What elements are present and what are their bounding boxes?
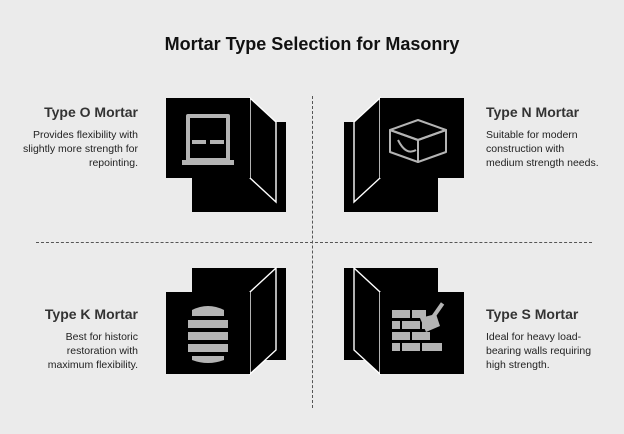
brick-block-icon bbox=[389, 119, 447, 163]
type-s-description: Ideal for heavy load-bearing walls requi… bbox=[486, 331, 592, 371]
type-o-description: Provides flexibility with slightly more … bbox=[23, 129, 138, 169]
type-n-title: Type N Mortar bbox=[486, 104, 580, 120]
type-s-title: Type S Mortar bbox=[486, 306, 579, 322]
type-o-block bbox=[166, 96, 286, 212]
type-k-description: Best for historic restoration with maxim… bbox=[47, 331, 138, 371]
type-o-title: Type O Mortar bbox=[44, 104, 138, 120]
type-k-title: Type K Mortar bbox=[44, 306, 138, 322]
barrel-column-icon bbox=[188, 306, 228, 363]
type-s-block bbox=[344, 266, 464, 376]
door-frame-icon bbox=[182, 114, 234, 165]
vertical-divider bbox=[312, 96, 313, 408]
type-n-block bbox=[344, 96, 464, 212]
brick-wall-trowel-icon bbox=[392, 302, 445, 351]
type-n-description: Suitable for modern construction with me… bbox=[486, 129, 599, 169]
type-k-block bbox=[166, 266, 286, 376]
horizontal-divider bbox=[36, 242, 592, 243]
page-title: Mortar Type Selection for Masonry bbox=[164, 34, 460, 54]
